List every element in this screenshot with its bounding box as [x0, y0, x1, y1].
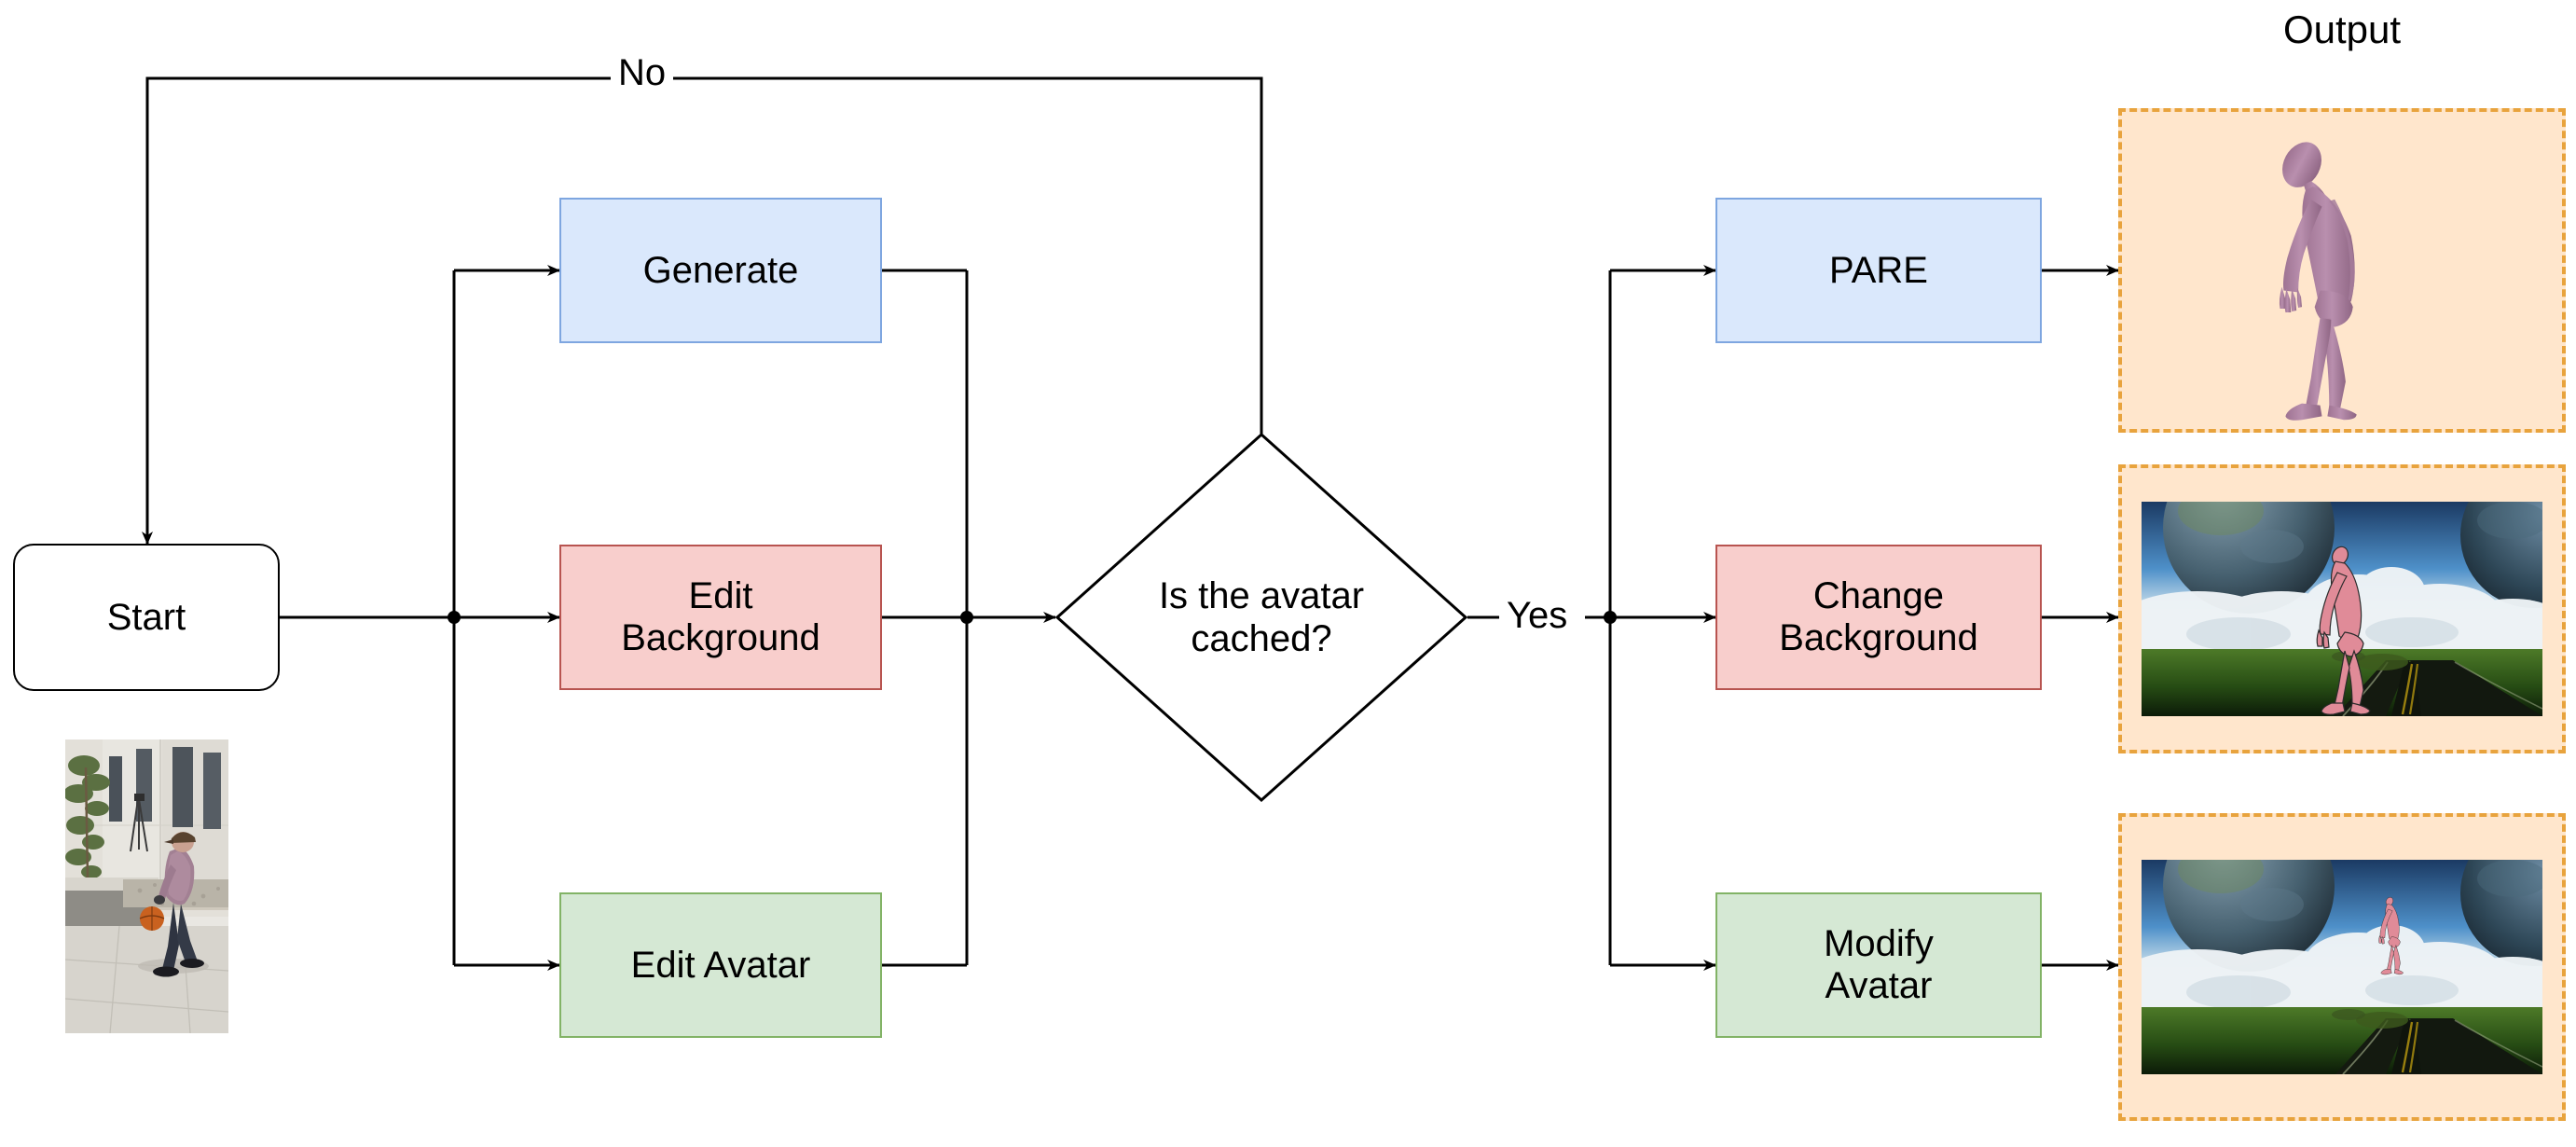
node-edit-background-label: Edit Background [621, 575, 820, 658]
scene-image-sky [2142, 860, 2542, 1074]
output-section-title: Output [2282, 7, 2402, 51]
output-panel-change-background [2118, 464, 2566, 753]
node-generate[interactable]: Generate [559, 198, 882, 343]
node-modify-avatar[interactable]: Modify Avatar [1715, 892, 2042, 1038]
junction-dot-merge [960, 611, 973, 624]
node-decision-label: Is the avatar cached? [1158, 575, 1365, 659]
node-pare[interactable]: PARE [1715, 198, 2042, 343]
edge-label-no: No [611, 54, 674, 91]
edge-label-yes: Yes [1499, 597, 1576, 634]
node-modify-avatar-label: Modify Avatar [1824, 923, 1934, 1006]
pare-mesh-figure [2279, 142, 2357, 421]
output-panel-pare [2118, 108, 2566, 433]
node-start-label: Start [106, 596, 186, 638]
node-generate-label: Generate [642, 249, 799, 291]
node-change-background[interactable]: Change Background [1715, 545, 2042, 690]
node-change-background-label: Change Background [1779, 575, 1978, 658]
node-edit-avatar-label: Edit Avatar [630, 944, 811, 986]
node-pare-label: PARE [1829, 249, 1928, 291]
node-decision[interactable]: Is the avatar cached? [1055, 433, 1467, 802]
output-panel-modify-avatar [2118, 813, 2566, 1121]
node-edit-avatar[interactable]: Edit Avatar [559, 892, 882, 1038]
scene-image-ground [2142, 502, 2542, 716]
junction-dot-right-split [1604, 611, 1617, 624]
diamond-shape [1055, 433, 1467, 802]
junction-dot-left-split [448, 611, 461, 624]
input-photo [65, 739, 228, 1033]
node-start[interactable]: Start [13, 544, 280, 691]
node-edit-background[interactable]: Edit Background [559, 545, 882, 690]
